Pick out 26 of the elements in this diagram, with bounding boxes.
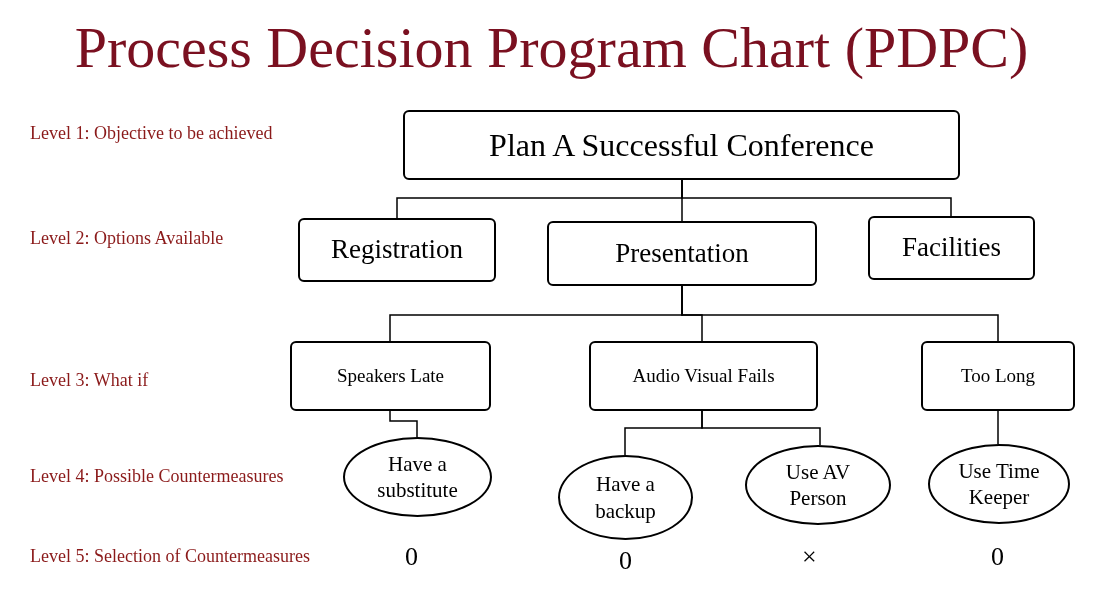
level-label: Level 1: Objective to be achieved (30, 122, 273, 145)
selection-mark: 0 (405, 541, 418, 573)
selection-mark: 0 (991, 541, 1004, 573)
selection-mark: × (802, 541, 817, 573)
process-box: Too Long (921, 341, 1075, 411)
connector-line (389, 410, 418, 438)
countermeasure-ellipse: Have a backup (558, 455, 693, 540)
connector-line (997, 410, 999, 445)
process-box: Registration (298, 218, 496, 282)
process-box: Facilities (868, 216, 1035, 280)
connector-line (681, 179, 952, 217)
level-label: Level 4: Possible Countermeasures (30, 465, 284, 488)
process-box: Presentation (547, 221, 817, 286)
level-label: Level 3: What if (30, 369, 149, 392)
selection-mark: 0 (619, 545, 632, 577)
process-box: Plan A Successful Conference (403, 110, 960, 180)
connector-line (681, 285, 999, 342)
countermeasure-ellipse: Use Time Keeper (928, 444, 1070, 524)
chart-title: Process Decision Program Chart (PDPC) (73, 14, 1030, 82)
countermeasure-ellipse: Use AV Person (745, 445, 891, 525)
process-box: Speakers Late (290, 341, 491, 411)
level-label: Level 2: Options Available (30, 227, 224, 250)
process-box: Audio Visual Fails (589, 341, 818, 411)
connector-line (701, 410, 821, 446)
level-label: Level 5: Selection of Countermeasures (30, 545, 310, 568)
countermeasure-ellipse: Have a substitute (343, 437, 492, 517)
